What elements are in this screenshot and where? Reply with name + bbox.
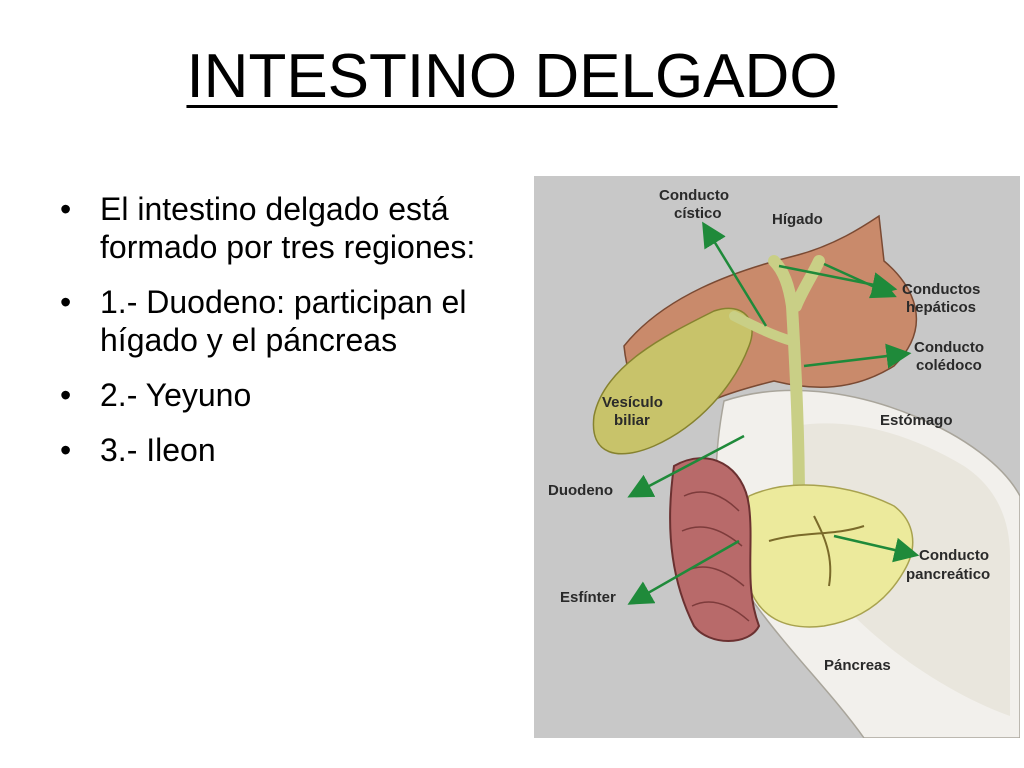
arrow-conducto-pancreatico <box>833 534 920 563</box>
label-conductos-hepaticos-1: Conductos <box>902 281 980 298</box>
duodenum-shape <box>669 457 761 642</box>
anatomy-illustration: Conducto cístico Hígado Conductos hepáti… <box>534 176 1020 738</box>
bullet-item: • 3.- Ileon <box>60 431 490 469</box>
label-conducto-pancreatico-1: Conducto <box>919 547 989 564</box>
duodenum-folds <box>681 491 750 622</box>
bullet-list: • El intestino delgado está formado por t… <box>60 190 490 486</box>
label-conducto-coledoco-1: Conducto <box>914 339 984 356</box>
anatomy-figure: Conducto cístico Hígado Conductos hepáti… <box>534 176 1020 738</box>
bullet-dot-icon: • <box>60 284 72 320</box>
slide-title: INTESTINO DELGADO <box>0 40 1024 114</box>
label-conducto-cistico-2: cístico <box>674 205 722 222</box>
label-conductos-hepaticos-2: hepáticos <box>906 299 976 316</box>
arrow-conductos-hepaticos-b <box>823 262 897 299</box>
bullet-item: • 1.- Duodeno: participan el hígado y el … <box>60 283 490 359</box>
bullet-text: 2.- Yeyuno <box>100 377 252 413</box>
arrow-conducto-coledoco <box>803 343 912 369</box>
slide-title-text: INTESTINO DELGADO <box>186 42 838 111</box>
bullet-text: 3.- Ileon <box>100 432 216 468</box>
label-vesicula-1: Vesículo <box>602 394 663 411</box>
label-esfinter: Esfínter <box>560 589 616 606</box>
bullet-item: • El intestino delgado está formado por t… <box>60 190 490 266</box>
label-pancreas: Páncreas <box>824 657 891 674</box>
cystic-duct <box>729 311 797 346</box>
pancreatic-duct <box>768 515 865 587</box>
bullet-item: • 2.- Yeyuno <box>60 376 490 414</box>
arrow-esfinter <box>627 539 740 605</box>
label-conducto-pancreatico-2: pancreático <box>906 566 990 583</box>
label-higado: Hígado <box>772 211 823 228</box>
label-estomago: Estómago <box>880 412 953 429</box>
gallbladder-shape <box>592 307 753 455</box>
arrow-conducto-cistico <box>702 221 768 327</box>
label-vesicula-2: biliar <box>614 412 650 429</box>
bullet-dot-icon: • <box>60 432 72 468</box>
label-conducto-cistico-1: Conducto <box>659 187 729 204</box>
label-duodeno: Duodeno <box>548 482 613 499</box>
bullet-text: 1.- Duodeno: participan el hígado y el p… <box>100 284 467 358</box>
bullet-dot-icon: • <box>60 191 72 227</box>
arrow-duodeno <box>627 434 745 498</box>
bullet-dot-icon: • <box>60 377 72 413</box>
label-conducto-coledoco-2: colédoco <box>916 357 982 374</box>
bullet-text: El intestino delgado está formado por tr… <box>100 191 476 265</box>
